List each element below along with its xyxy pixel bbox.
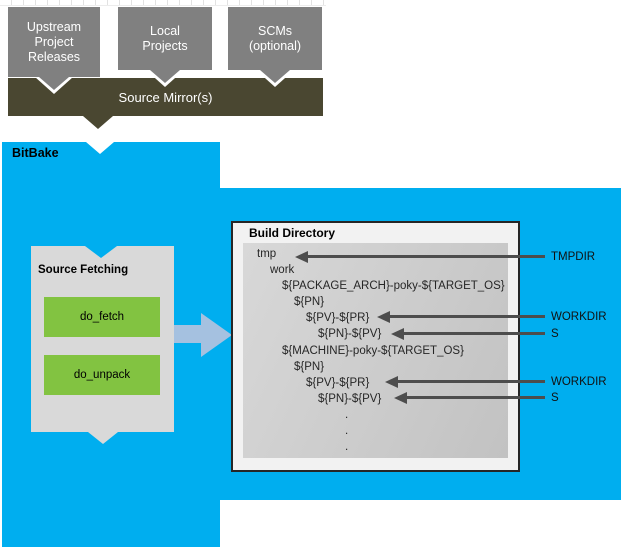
bitbake-label: BitBake — [12, 146, 59, 160]
input-notch-icon — [85, 246, 117, 258]
do-unpack-label: do_unpack — [73, 369, 131, 381]
pointer-tab-icon — [150, 70, 180, 83]
workdir-label: WORKDIR — [551, 311, 607, 323]
dir-row-ellipsis: . — [345, 425, 349, 438]
local-projects-label: Local Projects — [142, 23, 188, 53]
dir-row: ${PV}-${PR} — [306, 376, 370, 389]
dir-row: ${PN} — [294, 360, 325, 373]
s2-label: S — [551, 392, 559, 404]
directory-tree-background — [243, 243, 508, 458]
mirror-pointer-tab-icon — [83, 116, 113, 129]
dir-row: ${PV}-${PR} — [306, 312, 370, 325]
s-label: S — [551, 328, 559, 340]
workdir2-arrowhead-icon — [385, 376, 398, 388]
workdir2-label: WORKDIR — [551, 376, 607, 388]
dir-row: tmp — [257, 248, 277, 260]
workdir2-arrow — [398, 380, 545, 383]
do-fetch-label: do_fetch — [79, 311, 125, 323]
tmpdir-arrow — [308, 255, 545, 258]
dir-row: ${PN} — [294, 296, 325, 309]
tmpdir-label: TMPDIR — [551, 251, 596, 263]
pointer-tab-icon — [39, 77, 69, 90]
dir-row-ellipsis: . — [345, 441, 349, 454]
dir-row: ${PN}-${PV} — [318, 328, 382, 341]
workdir-arrow — [390, 315, 545, 318]
dir-row: ${PN}-${PV} — [318, 392, 382, 405]
tmpdir-arrowhead-icon — [295, 251, 308, 263]
s2-arrow — [407, 396, 545, 399]
s2-arrowhead-icon — [394, 392, 407, 404]
directory-tree: tmp work ${PACKAGE_ARCH}-poky-${TARGET_O… — [243, 246, 508, 455]
upstream-project-releases-label: Upstream Project Releases — [26, 19, 82, 64]
source-fetching-output-tab-icon — [88, 432, 118, 444]
scms-label: SCMs (optional) — [248, 23, 302, 53]
source-mirror-label: Source Mirror(s) — [118, 89, 213, 105]
source-fetching-title: Source Fetching — [38, 264, 129, 276]
pointer-tab-icon — [260, 70, 290, 83]
s-arrowhead-icon — [391, 328, 404, 340]
local-projects-box: Local Projects — [118, 7, 212, 70]
workdir-arrowhead-icon — [377, 311, 390, 323]
upstream-project-releases-box: Upstream Project Releases — [8, 7, 100, 77]
background-grid — [0, 0, 326, 6]
dir-row: work — [270, 264, 295, 277]
source-fetching-panel: Source Fetching do_fetch do_unpack — [31, 246, 174, 432]
dir-row: ${MACHINE}-poky-${TARGET_OS} — [282, 344, 464, 357]
s-arrow — [404, 332, 545, 335]
dir-row: ${PACKAGE_ARCH}-poky-${TARGET_OS} — [282, 280, 505, 293]
build-directory-title: Build Directory — [249, 226, 336, 240]
do-fetch-task-box: do_fetch — [44, 297, 160, 337]
scms-box: SCMs (optional) — [228, 7, 322, 70]
dir-row-ellipsis: . — [345, 408, 349, 421]
do-unpack-task-box: do_unpack — [44, 355, 160, 395]
